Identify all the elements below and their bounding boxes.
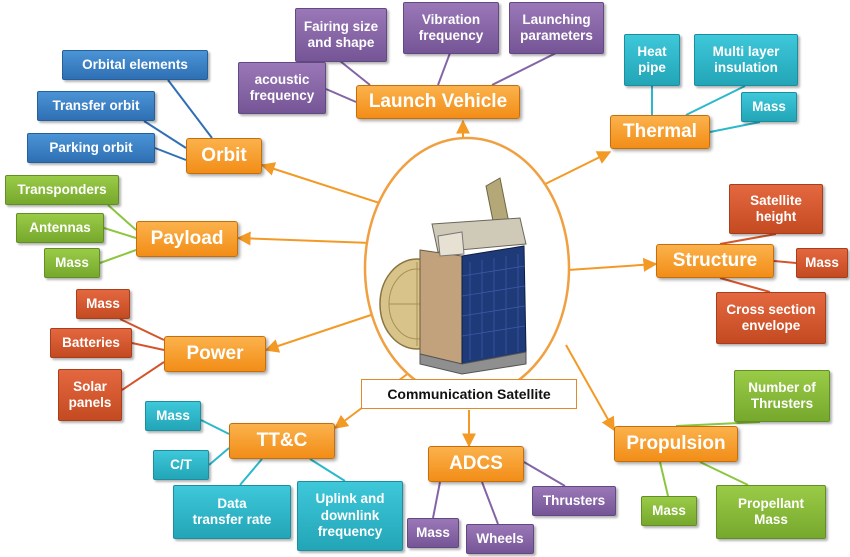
power-item: Batteries [50,328,132,358]
power-item: Mass [76,289,130,319]
launch-vehicle-item-link [437,52,451,86]
power-item: Solar panels [58,369,122,421]
power-arrow [264,312,378,353]
thermal-item-link [709,121,761,133]
ttc-item-link [200,419,230,435]
orbit-item: Orbital elements [62,50,208,80]
propulsion-item-link [659,461,669,497]
structure-node: Structure [656,244,774,278]
ttc-item: Data transfer rate [173,485,291,539]
adcs-node: ADCS [428,446,524,482]
structure-item: Mass [796,248,848,278]
propulsion-item: Number of Thrusters [734,370,830,422]
ttc-item-link [239,458,263,486]
adcs-item: Thrusters [532,486,616,516]
orbit-item-link [167,79,213,139]
adcs-item-link [432,481,441,519]
structure-arrow [567,257,658,272]
thermal-item-link [685,85,746,116]
payload-item-link [107,204,137,231]
launch-vehicle-node: Launch Vehicle [356,85,520,119]
thermal-node: Thermal [610,115,710,149]
orbit-item: Transfer orbit [37,91,155,121]
power-item-link [131,342,165,351]
launch-vehicle-item-link [325,88,357,103]
propulsion-item-link [699,461,749,486]
ttc-node: TT&C [229,423,335,459]
launch-vehicle-item-link [339,60,371,86]
thermal-item: Mass [741,92,797,122]
satellite-image [379,177,527,375]
ttc-item: Mass [145,401,201,431]
payload-arrow [236,231,372,246]
launch-vehicle-item: Launching parameters [509,2,604,54]
power-item-link [121,361,165,391]
ttc-item: C/T [153,450,209,480]
payload-item-link [103,227,137,239]
power-item-link [119,318,165,341]
ttc-item-link [208,447,230,466]
ttc-item-link [309,458,346,482]
launch-vehicle-item: acoustic frequency [238,62,326,114]
launch-vehicle-item-link [491,52,557,86]
orbit-node: Orbit [186,138,262,174]
propulsion-arrow [565,344,615,432]
payload-item: Transponders [5,175,119,205]
payload-item-link [99,249,137,264]
propulsion-item: Mass [641,496,697,526]
orbit-item-link [143,120,187,149]
structure-item-link [719,233,777,245]
structure-item-link [719,277,771,293]
payload-item: Antennas [16,213,104,243]
payload-item: Mass [44,248,100,278]
structure-item: Satellite height [729,184,823,234]
orbit-arrow [260,162,396,209]
orbit-item-link [154,147,187,161]
launch-vehicle-item: Fairing size and shape [295,8,387,62]
payload-node: Payload [136,221,238,257]
adcs-item-link [481,481,499,525]
thermal-item: Heat pipe [624,34,680,86]
structure-item: Cross section envelope [716,292,826,344]
adcs-item: Mass [407,518,459,548]
power-node: Power [164,336,266,372]
structure-item-link [773,260,797,264]
propulsion-item-link [675,421,761,427]
thermal-item: Multi layer insulation [694,34,798,86]
orbit-item: Parking orbit [27,133,155,163]
adcs-item: Wheels [466,524,534,554]
propulsion-item: Propellant Mass [716,485,826,539]
launch-vehicle-item: Vibration frequency [403,2,499,54]
ttc-item: Uplink and downlink frequency [297,481,403,551]
adcs-item-link [523,461,566,487]
center-label: Communication Satellite [361,379,577,409]
propulsion-node: Propulsion [614,426,738,462]
